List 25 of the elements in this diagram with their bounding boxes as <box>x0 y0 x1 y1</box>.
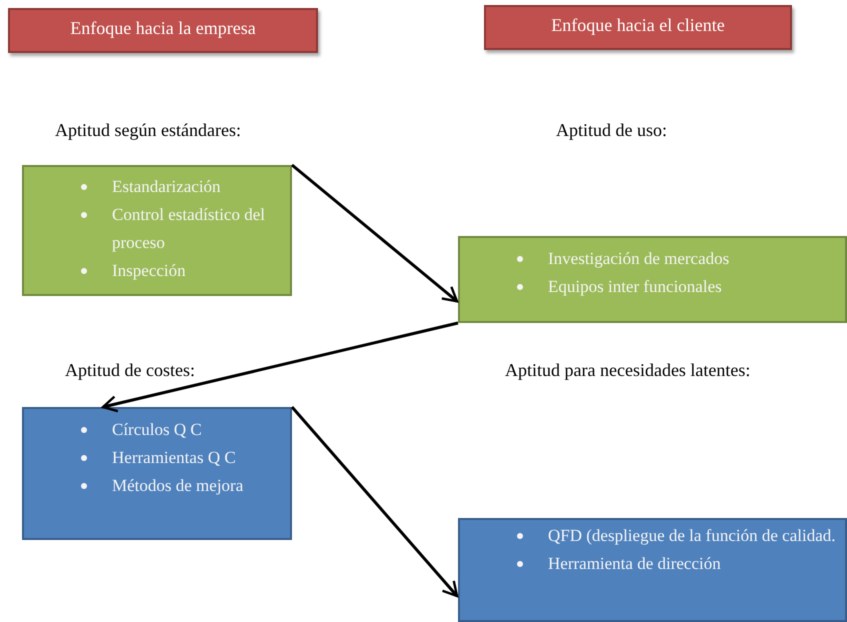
content-box <box>22 407 292 540</box>
bullet-text: Métodos de mejora <box>112 475 244 497</box>
content-box <box>22 165 292 296</box>
bullet-text: Inspección <box>112 260 187 282</box>
bullet-text: Estandarización <box>112 176 222 198</box>
arrow <box>291 164 458 302</box>
bullet-text: Círculos Q C <box>112 419 203 441</box>
bullet-text: QFD (despliegue de la función de calidad. <box>548 525 836 547</box>
arrow <box>102 322 458 412</box>
bullet-text: Equipos inter funcionales <box>548 276 723 298</box>
bullet-text: Investigación de mercados <box>548 248 730 270</box>
header-text: Enfoque hacia el cliente <box>550 14 726 36</box>
section-heading: Aptitud para necesidades latentes: <box>505 360 750 381</box>
header-text: Enfoque hacia la empresa <box>69 17 257 39</box>
section-heading: Aptitud de costes: <box>65 360 195 381</box>
section-heading: Aptitud de uso: <box>556 120 667 141</box>
content-box <box>458 518 847 622</box>
arrow <box>290 406 458 598</box>
bullet-text: Control estadístico del proceso <box>112 204 266 254</box>
header-box <box>484 5 792 50</box>
header-box <box>8 8 318 53</box>
bullet-text: Herramientas Q C <box>112 447 237 469</box>
section-heading: Aptitud según estándares: <box>55 120 241 141</box>
content-box <box>458 236 847 323</box>
bullet-text: Herramienta de dirección <box>548 553 722 575</box>
